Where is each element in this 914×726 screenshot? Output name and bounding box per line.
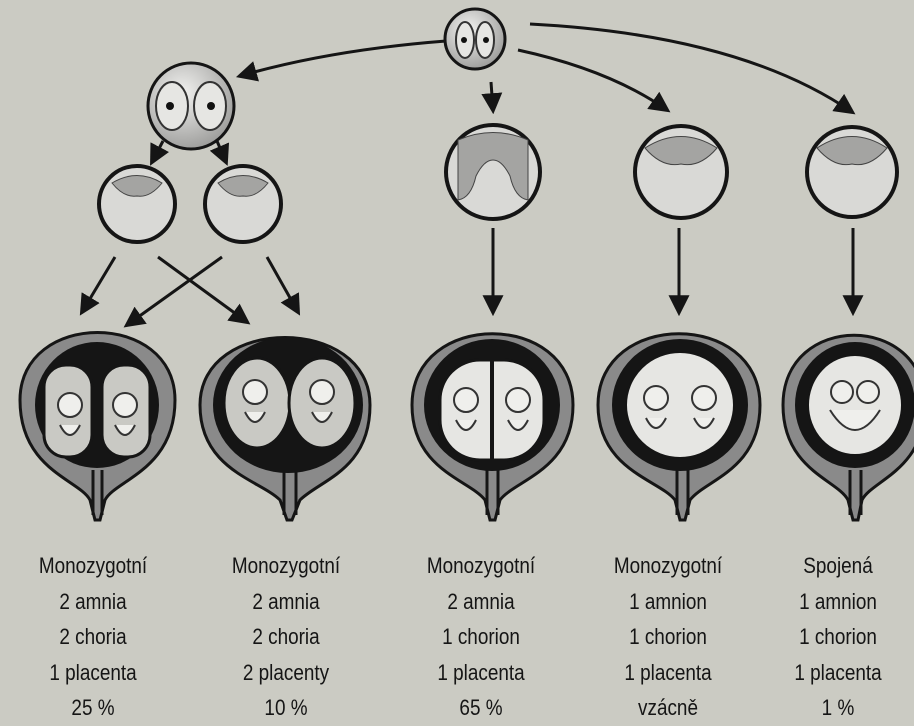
label-amnion: 1 amnion <box>595 584 741 620</box>
arrow-blast1-to-uterus2 <box>158 257 247 322</box>
arrow-zygote-to-blast4 <box>518 50 667 110</box>
label-chorion: 1 chorion <box>765 619 911 655</box>
label-placenta: 1 placenta <box>20 655 166 691</box>
uterus-1 <box>20 333 175 521</box>
label-amnion: 2 amnia <box>408 584 554 620</box>
label-type: Monozygotní <box>213 548 359 584</box>
arrow-2cell-to-blast2 <box>217 141 226 162</box>
label-amnion: 2 amnia <box>213 584 359 620</box>
label-amnion: 2 amnia <box>20 584 166 620</box>
label-placenta: 2 placenty <box>213 655 359 691</box>
label-type: Spojená <box>765 548 911 584</box>
label-placenta: 1 placenta <box>765 655 911 691</box>
label-chorion: 2 choria <box>213 619 359 655</box>
label-frequency: 1 % <box>765 690 911 726</box>
label-column-1: Monozygotní 2 amnia 2 choria 1 placenta … <box>20 548 166 726</box>
arrow-zygote-to-blast3 <box>491 82 493 110</box>
label-chorion: 2 choria <box>20 619 166 655</box>
label-chorion: 1 chorion <box>408 619 554 655</box>
blastocyst-2 <box>205 166 281 242</box>
label-frequency: 25 % <box>20 690 166 726</box>
uterus-3 <box>412 334 573 520</box>
label-frequency: vzácně <box>595 690 741 726</box>
label-amnion: 1 amnion <box>765 584 911 620</box>
arrow-blast2-to-uterus2 <box>267 257 298 312</box>
label-placenta: 1 placenta <box>595 655 741 691</box>
blastocyst-5 <box>807 127 897 217</box>
uterus-4 <box>598 334 760 520</box>
label-placenta: 1 placenta <box>408 655 554 691</box>
label-column-2: Monozygotní 2 amnia 2 choria 2 placenty … <box>213 548 359 726</box>
blastocyst-4 <box>635 126 727 218</box>
label-column-4: Monozygotní 1 amnion 1 chorion 1 placent… <box>595 548 741 726</box>
label-column-3: Monozygotní 2 amnia 1 chorion 1 placenta… <box>408 548 554 726</box>
arrow-blast1-to-uterus1 <box>82 257 115 312</box>
label-frequency: 10 % <box>213 690 359 726</box>
label-column-5: Spojená 1 amnion 1 chorion 1 placenta 1 … <box>765 548 911 726</box>
label-type: Monozygotní <box>20 548 166 584</box>
label-chorion: 1 chorion <box>595 619 741 655</box>
two-cell-stage <box>148 63 234 149</box>
arrow-zygote-to-2cell <box>240 41 446 76</box>
label-type: Monozygotní <box>408 548 554 584</box>
blastocyst-1 <box>99 166 175 242</box>
uterus-2 <box>200 337 370 520</box>
uterus-5 <box>783 335 914 520</box>
arrow-2cell-to-blast1 <box>152 141 163 162</box>
label-type: Monozygotní <box>595 548 741 584</box>
blastocyst-3 <box>446 125 540 219</box>
label-frequency: 65 % <box>408 690 554 726</box>
zygote <box>445 9 505 69</box>
